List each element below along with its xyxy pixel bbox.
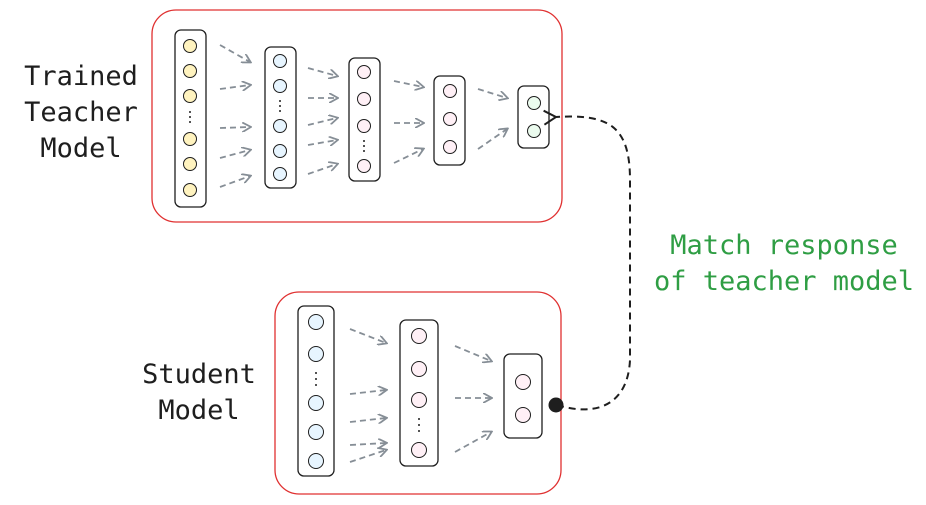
flow-arrow xyxy=(307,140,337,145)
ellipsis-dots xyxy=(363,140,365,152)
flow-arrow xyxy=(477,88,507,98)
teacher-flow-arrows xyxy=(219,44,507,188)
neuron xyxy=(183,132,197,146)
teacher-model-label: Trained Teacher Model xyxy=(6,59,156,167)
flow-arrow xyxy=(219,85,250,89)
neuron xyxy=(357,92,371,106)
flow-arrow xyxy=(349,390,386,394)
match-label-line-1: Match response xyxy=(670,230,898,261)
teacher-layer-2 xyxy=(264,46,297,189)
neuron xyxy=(183,89,197,103)
student-label-line-1: Student xyxy=(142,359,256,390)
neuron xyxy=(308,314,324,330)
layer-box xyxy=(399,319,439,467)
teacher-label-line-1: Trained xyxy=(24,61,138,92)
flow-arrow xyxy=(219,44,250,62)
flow-arrow xyxy=(307,164,337,175)
layer-box xyxy=(264,46,297,189)
neuron xyxy=(357,159,371,173)
neuron xyxy=(411,361,427,377)
layer-box xyxy=(517,85,550,149)
neuron xyxy=(308,453,324,469)
teacher-label-line-3: Model xyxy=(40,133,122,164)
flow-arrow xyxy=(477,129,507,150)
student-model-container xyxy=(274,291,562,495)
flow-arrow xyxy=(393,80,423,87)
neuron xyxy=(527,124,541,138)
match-response-connector xyxy=(543,109,631,411)
ellipsis-dots xyxy=(315,372,317,386)
flow-arrow xyxy=(219,127,250,128)
student-layer-2 xyxy=(399,319,439,467)
flow-arrow xyxy=(349,418,386,422)
neuron xyxy=(411,328,427,344)
teacher-layer-4 xyxy=(433,75,466,166)
neuron xyxy=(515,407,531,423)
neuron xyxy=(183,183,197,197)
teacher-label-line-2: Teacher xyxy=(24,97,138,128)
neuron xyxy=(357,119,371,133)
neuron xyxy=(273,79,287,93)
neuron xyxy=(308,346,324,362)
flow-arrow xyxy=(349,328,386,343)
neuron xyxy=(273,119,287,133)
flow-arrow xyxy=(349,443,386,445)
flow-arrow xyxy=(219,150,250,159)
match-label-line-2: of teacher model xyxy=(653,266,915,297)
flow-arrow xyxy=(393,149,423,164)
layer-box xyxy=(297,305,335,477)
student-output-layer xyxy=(503,353,543,439)
layer-box xyxy=(503,353,543,439)
ellipsis-dots xyxy=(279,100,281,112)
neuron xyxy=(411,442,427,458)
flow-arrow xyxy=(307,67,337,76)
neuron xyxy=(273,54,287,68)
flow-arrow xyxy=(454,345,491,361)
flow-arrow xyxy=(349,450,386,463)
flow-arrow xyxy=(454,432,491,453)
teacher-output-layer xyxy=(517,85,550,149)
student-model-label: Student Model xyxy=(124,357,274,429)
student-flow-arrows xyxy=(349,328,491,463)
teacher-layer-1 xyxy=(174,29,207,208)
neuron xyxy=(183,157,197,171)
match-response-label: Match response of teacher model xyxy=(646,228,922,300)
neuron xyxy=(443,140,457,154)
neuron xyxy=(527,96,541,110)
neuron xyxy=(515,374,531,390)
neuron xyxy=(273,144,287,158)
neuron xyxy=(357,65,371,79)
teacher-model-container xyxy=(151,9,563,223)
neuron xyxy=(308,395,324,411)
neuron xyxy=(443,84,457,98)
ellipsis-dots xyxy=(189,111,191,123)
neuron xyxy=(183,39,197,53)
layer-box xyxy=(174,29,207,208)
neuron xyxy=(308,424,324,440)
connector-start-dot xyxy=(548,397,564,413)
neuron xyxy=(443,112,457,126)
flow-arrow xyxy=(307,118,337,126)
neuron xyxy=(273,167,287,181)
teacher-layer-3 xyxy=(348,57,381,182)
ellipsis-dots xyxy=(418,418,420,432)
student-layer-1 xyxy=(297,305,335,477)
flow-arrow xyxy=(219,176,250,188)
layer-box xyxy=(348,57,381,182)
student-label-line-2: Model xyxy=(158,395,240,426)
neuron xyxy=(411,392,427,408)
neuron xyxy=(183,64,197,78)
layer-box xyxy=(433,75,466,166)
